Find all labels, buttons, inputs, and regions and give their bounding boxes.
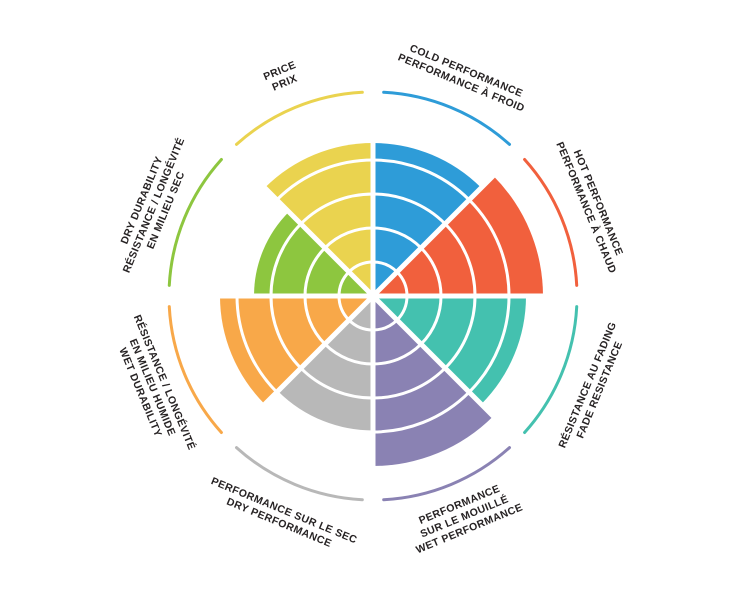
sector-label-text: RÉSISTANCE / LONGÉVITÉEN MILIEU HUMIDEWE… [107,313,199,462]
sector-wet-durability [220,296,373,405]
sector-price [264,143,373,296]
sector-divider [371,171,498,298]
sector-label-text: COLD PERFORMANCEPERFORMANCE À FROID [396,39,531,114]
sector-arc-wet-performance [382,446,511,502]
sector-label-hot-performance: HOT PERFORMANCEPERFORMANCE À CHAUD [553,135,630,275]
sector-label-text: PRICEPRIX [262,59,303,95]
sector-fade-resistance [373,296,527,405]
sector-label-cold-performance: COLD PERFORMANCEPERFORMANCE À FROID [396,39,531,114]
sector-arc-dry-performance [235,446,364,502]
sector-label-text: PERFORMANCE SUR LE SECDRY PERFORMANCE [204,475,359,558]
sector-label-price: PRICEPRIX [262,59,303,95]
sector-dry-durability [254,211,373,296]
sector-arc-wet-durability [167,305,223,434]
sector-label-dry-performance: PERFORMANCE SUR LE SECDRY PERFORMANCE [204,475,359,558]
sector-arc-dry-durability [167,158,223,287]
sector-label-wet-durability: RÉSISTANCE / LONGÉVITÉEN MILIEU HUMIDEWE… [107,313,199,462]
sector-dry-performance [276,296,373,432]
sector-arc-hot-performance [523,158,579,287]
sector-arc-price [235,90,364,146]
sector-label-text: PERFORMANCESUR LE MOUILLÉWET PERFORMANCE [404,477,524,556]
sector-cold-performance [373,143,482,296]
sector-label-dry-durability: DRY DURABILITYRÉSISTANCE / LONGÉVITÉEN M… [109,131,200,280]
sector-arc-fade-resistance [523,305,579,434]
sector-label-text: DRY DURABILITYRÉSISTANCE / LONGÉVITÉEN M… [109,131,200,280]
sector-divider [371,294,498,421]
sector-wet-performance [373,296,494,466]
sector-divider [248,294,375,421]
sector-arc-cold-performance [382,90,511,146]
sector-label-line: PERFORMANCE SUR LE SEC [209,475,359,546]
sector-label-text: RÉSISTANCE AU FADINGFADE RESISTANCE [555,320,631,455]
sector-label-fade-resistance: RÉSISTANCE AU FADINGFADE RESISTANCE [555,320,631,455]
sector-divider [248,171,375,298]
sector-label-text: HOT PERFORMANCEPERFORMANCE À CHAUD [553,135,630,275]
sector-label-wet-performance: PERFORMANCESUR LE MOUILLÉWET PERFORMANCE [404,477,524,557]
sector-hot-performance [373,175,543,296]
